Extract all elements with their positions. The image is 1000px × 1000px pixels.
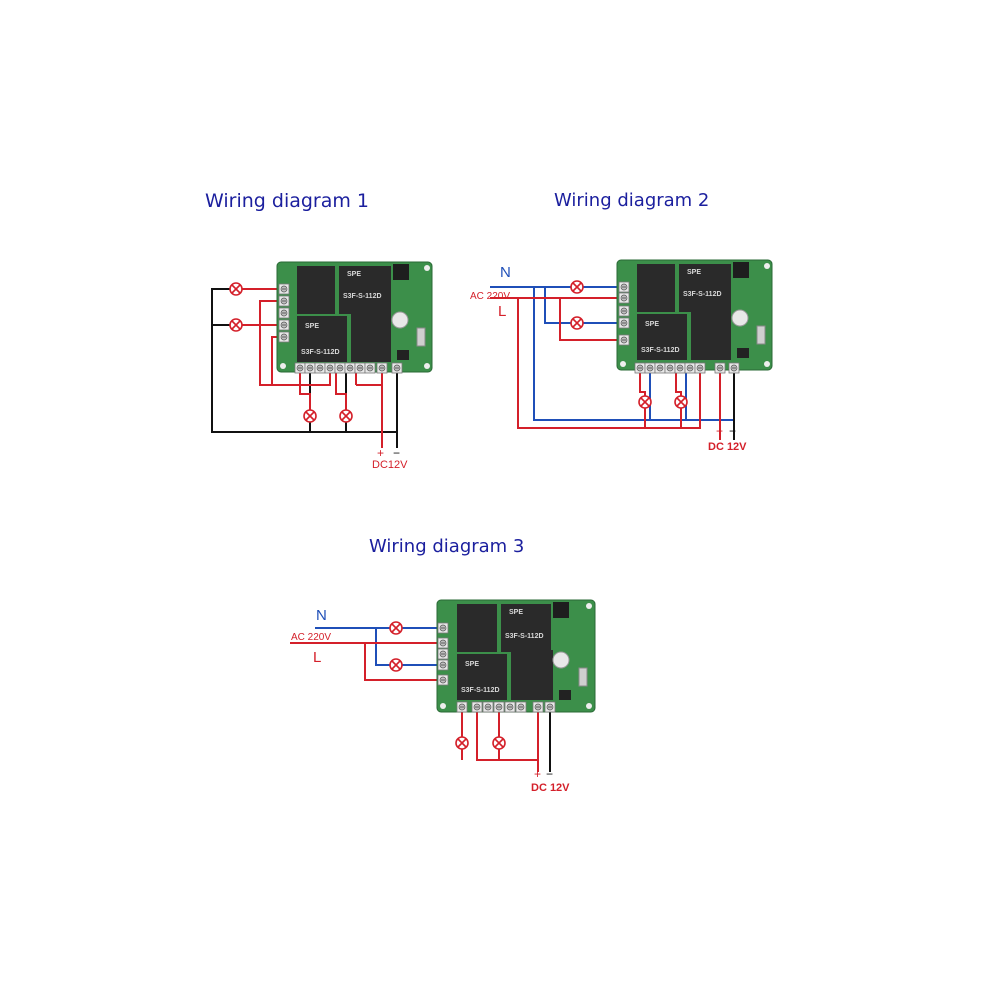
lamp-icon xyxy=(339,409,353,423)
diagram-3-blue-wires xyxy=(315,627,443,666)
side-terminals xyxy=(278,283,290,343)
lamp-icon xyxy=(638,395,652,409)
lamp-icon xyxy=(455,736,469,750)
live-label: L xyxy=(498,303,506,320)
relay-board: SPE S3F-S-112D SPE S3F-S-112D xyxy=(276,261,433,373)
neutral-label: N xyxy=(500,264,511,281)
diagram-1-title: Wiring diagram 1 xyxy=(205,190,370,212)
relay-brand: SPE xyxy=(305,323,319,330)
relay-model: S3F-S-112D xyxy=(683,291,722,298)
dc-voltage-label: DC 12V xyxy=(531,782,570,794)
lamp-icon xyxy=(303,409,317,423)
lamp-icon xyxy=(229,282,243,296)
relay-brand: SPE xyxy=(687,269,701,276)
plus-label: + xyxy=(534,767,541,781)
side-terminals xyxy=(618,281,630,346)
plus-label: + xyxy=(377,446,384,460)
relay-model: S3F-S-112D xyxy=(301,349,340,356)
neutral-label: N xyxy=(316,607,327,624)
lamp-icon xyxy=(389,621,403,635)
side-terminals xyxy=(437,622,449,686)
minus-label: − xyxy=(546,767,553,781)
relay-brand: SPE xyxy=(465,661,479,668)
minus-label: − xyxy=(729,424,736,438)
lamp-icon xyxy=(674,395,688,409)
relay-model: S3F-S-112D xyxy=(343,293,382,300)
live-label: L xyxy=(313,649,321,666)
relay-board: SPE S3F-S-112D SPE S3F-S-112D xyxy=(616,259,773,371)
relay-brand: SPE xyxy=(645,321,659,328)
lamp-icon xyxy=(570,316,584,330)
relay-model: S3F-S-112D xyxy=(641,347,680,354)
lamp-icon xyxy=(389,658,403,672)
bottom-terminals xyxy=(634,362,740,374)
plus-label: + xyxy=(716,424,723,438)
diagram-3-title: Wiring diagram 3 xyxy=(369,536,525,557)
relay-model: S3F-S-112D xyxy=(505,633,544,640)
diagram-2-title: Wiring diagram 2 xyxy=(554,190,710,211)
diagram-3: SPE S3F-S-112D SPE S3F-S-112D N AC 220V … xyxy=(290,599,596,794)
bottom-terminals xyxy=(294,362,403,374)
dc-voltage-label: DC12V xyxy=(372,459,408,471)
ac-voltage-label: AC 220V xyxy=(470,291,510,302)
bottom-terminals xyxy=(456,701,556,713)
relay-board: SPE S3F-S-112D SPE S3F-S-112D xyxy=(436,599,596,713)
ac-voltage-label: AC 220V xyxy=(291,632,331,643)
relay-model: S3F-S-112D xyxy=(461,687,500,694)
dc-voltage-label: DC 12V xyxy=(708,441,747,453)
relay-brand: SPE xyxy=(509,609,523,616)
lamp-icon xyxy=(492,736,506,750)
minus-label: − xyxy=(393,446,400,460)
lamp-icon xyxy=(229,318,243,332)
diagram-2: SPE S3F-S-112D SPE S3F-S-112D N AC 220V xyxy=(470,259,773,453)
diagram-1: SPE S3F-S-112D SPE S3F-S-112D + − DC12V xyxy=(211,261,433,471)
relay-brand: SPE xyxy=(347,271,361,278)
lamp-icon xyxy=(570,280,584,294)
